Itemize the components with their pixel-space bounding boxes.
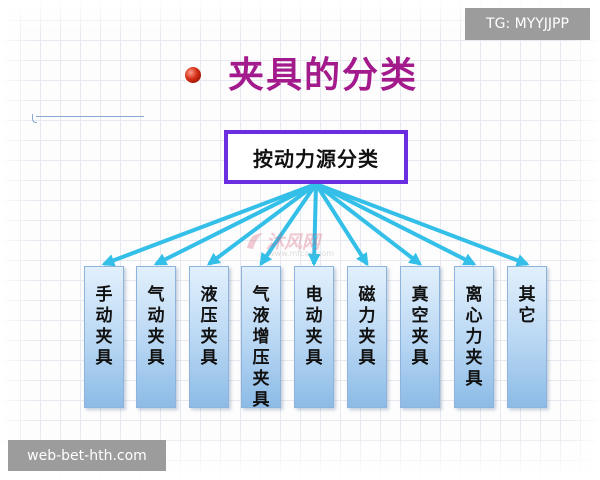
category-label: 手 动 夹 具 bbox=[95, 285, 113, 368]
connector-arrow bbox=[315, 182, 477, 266]
decorative-rule bbox=[36, 116, 144, 117]
connector-arrow bbox=[206, 182, 318, 266]
watermark-logo-text: 沐风网 bbox=[266, 232, 320, 253]
fade-left bbox=[0, 0, 30, 480]
category-label: 磁 力 夹 具 bbox=[358, 285, 376, 368]
category-label: 电 动 夹 具 bbox=[305, 285, 323, 368]
category-centrifugal: 离 心 力 夹 具 bbox=[454, 266, 494, 408]
center-watermark: 沐风网 www.mfcad.com bbox=[244, 228, 364, 258]
category-other: 其 它 bbox=[507, 266, 547, 408]
connector-arrow bbox=[101, 182, 317, 267]
watermark-top-right-text: TG: MYYJJPP bbox=[486, 16, 569, 32]
watermark-url-text: www.mfcad.com bbox=[268, 249, 335, 258]
category-label: 气 液 增 压 夹 具 bbox=[252, 285, 270, 410]
root-node: 按动力源分类 bbox=[224, 130, 408, 184]
category-magnetic: 磁 力 夹 具 bbox=[347, 266, 387, 408]
watermark-top-right: TG: MYYJJPP bbox=[465, 8, 590, 40]
connector-arrow bbox=[259, 182, 318, 267]
category-pneumo-hydraulic: 气 液 增 压 夹 具 bbox=[241, 266, 281, 410]
category-label: 其 它 bbox=[518, 285, 536, 326]
watermark-bottom-left-text: web-bet-hth.com bbox=[27, 447, 147, 464]
decorative-tick bbox=[32, 114, 37, 123]
slide-title: 夹具的分类 bbox=[228, 54, 419, 96]
category-vacuum: 真 空 夹 具 bbox=[400, 266, 440, 408]
connector-arrow bbox=[307, 183, 321, 267]
mfcad-logo-icon bbox=[247, 233, 263, 249]
category-pneumatic: 气 动 夹 具 bbox=[136, 266, 176, 408]
root-label: 按动力源分类 bbox=[253, 146, 379, 171]
fade-right bbox=[570, 0, 600, 480]
category-label: 气 动 夹 具 bbox=[147, 285, 165, 368]
bullet-icon bbox=[185, 67, 201, 83]
category-electric: 电 动 夹 具 bbox=[294, 266, 334, 408]
category-manual: 手 动 夹 具 bbox=[84, 266, 124, 408]
watermark-bottom-left: web-bet-hth.com bbox=[8, 440, 166, 471]
connector-arrow bbox=[153, 182, 317, 266]
connector-arrow bbox=[314, 182, 423, 266]
category-label: 液 压 夹 具 bbox=[200, 285, 218, 368]
category-hydraulic: 液 压 夹 具 bbox=[189, 266, 229, 408]
connector-arrow bbox=[314, 182, 369, 267]
category-label: 真 空 夹 具 bbox=[411, 285, 429, 368]
connector-arrow bbox=[315, 182, 530, 267]
category-label: 离 心 力 夹 具 bbox=[465, 285, 483, 389]
